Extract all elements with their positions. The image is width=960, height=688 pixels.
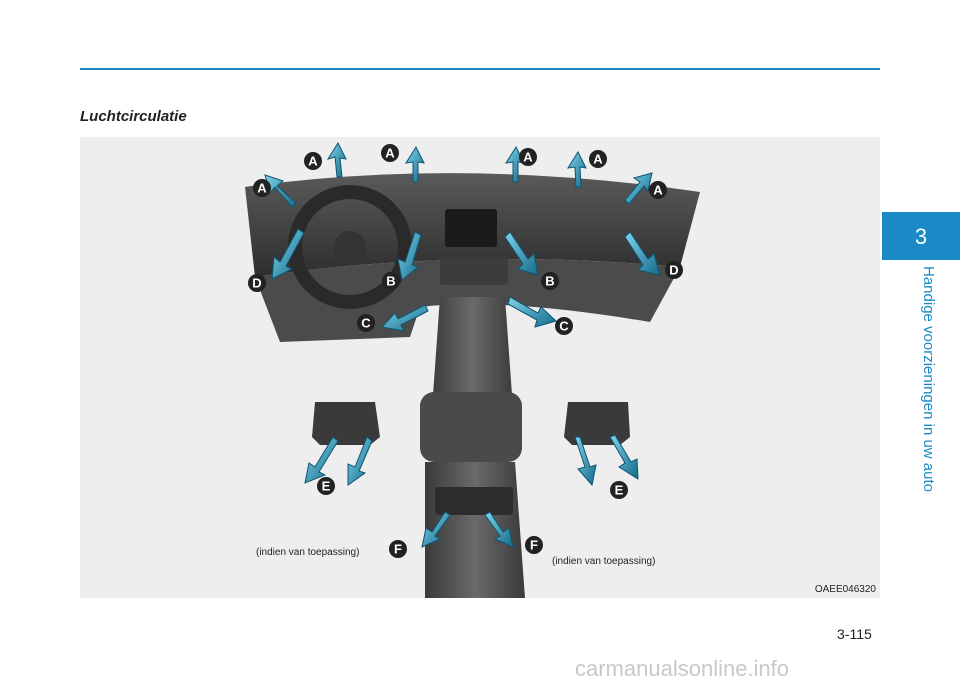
svg-text:E: E — [615, 483, 624, 498]
console-rear — [425, 462, 525, 598]
svg-text:B: B — [545, 274, 554, 289]
chapter-tab: 3 — [882, 212, 960, 260]
chapter-title: Handige voorzieningen in uw auto — [920, 266, 937, 492]
rear-vent — [435, 487, 513, 515]
svg-text:D: D — [669, 263, 678, 278]
label-f: F — [394, 542, 402, 557]
chapter-number: 3 — [914, 224, 928, 249]
label-e: E — [322, 479, 331, 494]
svg-text:A: A — [257, 181, 267, 196]
floor-vent-left — [312, 402, 380, 445]
note-if-applicable-right: (indien van toepassing) — [552, 556, 656, 567]
climate-panel — [440, 257, 508, 285]
vent-labels: A A A A A A B B C C D D E E F F — [248, 144, 683, 558]
label-a: A — [308, 154, 318, 169]
svg-text:A: A — [593, 152, 603, 167]
svg-text:A: A — [653, 183, 663, 198]
svg-text:F: F — [530, 538, 538, 553]
svg-text:A: A — [523, 150, 533, 165]
svg-text:A: A — [385, 146, 395, 161]
top-rule — [80, 68, 880, 70]
figure-code: OAEE046320 — [814, 584, 876, 595]
watermark: carmanualsonline.info — [575, 656, 790, 681]
airflow-illustration: A A A A A A B B C C D D E E F F (indien … — [80, 137, 880, 598]
page-number: 3-115 — [837, 626, 872, 642]
svg-text:C: C — [559, 319, 569, 334]
label-d: D — [252, 276, 261, 291]
floor-vent-right — [564, 402, 630, 445]
center-screen — [445, 209, 497, 247]
car-interior-drawing: A A A A A A B B C C D D E E F F — [245, 141, 700, 598]
section-title: Luchtcirculatie — [80, 108, 187, 125]
label-c: C — [361, 316, 371, 331]
armrest — [420, 392, 522, 462]
steering-hub — [334, 231, 366, 263]
note-if-applicable-left: (indien van toepassing) — [256, 547, 360, 558]
label-b: B — [386, 274, 395, 289]
